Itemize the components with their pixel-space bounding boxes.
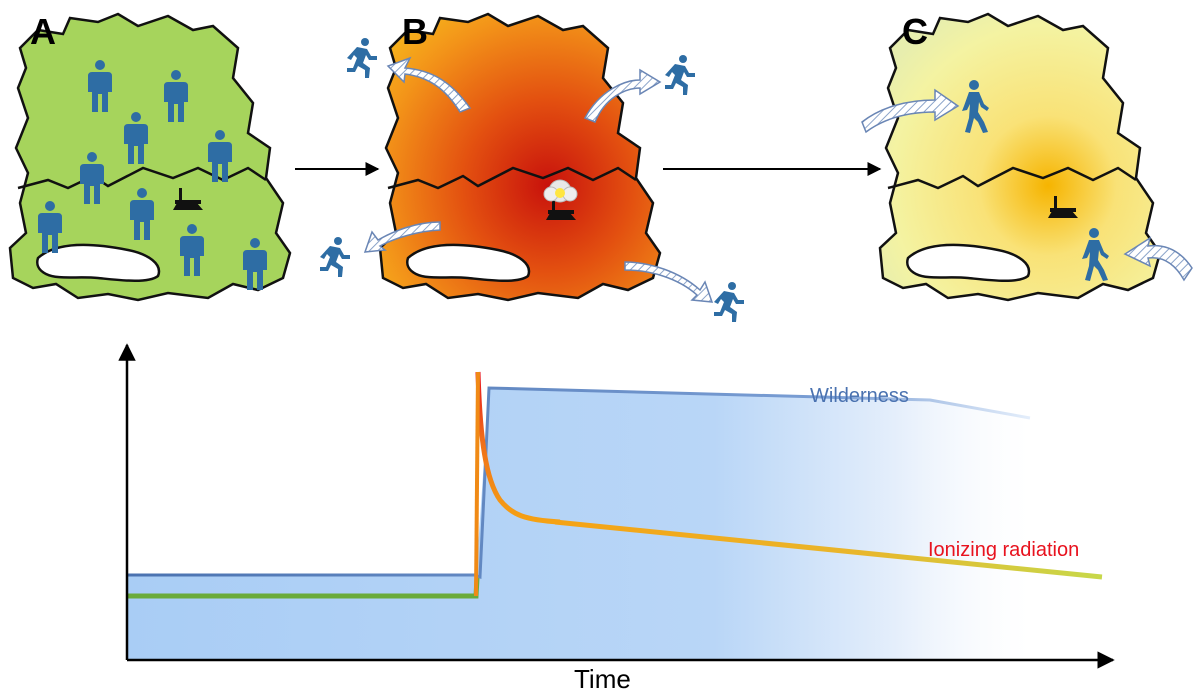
radiation-jump: [474, 371, 480, 597]
person-running-icon: [665, 55, 695, 95]
panel-letter-a: A: [30, 11, 56, 52]
radiation-decay: [554, 519, 1103, 580]
return-arrows: [861, 88, 1193, 282]
x-axis-title: Time: [574, 664, 631, 690]
panel-b: [378, 12, 662, 302]
explosion-icon: [543, 179, 578, 203]
radiation-spike: [475, 371, 561, 525]
curved-arrow-icon: [1123, 236, 1193, 282]
person-running-icon: [714, 282, 744, 322]
radiation-label: Ionizing radiation: [928, 539, 1079, 561]
curved-arrow-icon: [861, 88, 960, 134]
person-running-icon: [320, 237, 350, 277]
panel-a: [8, 12, 292, 302]
curved-arrow-icon: [386, 56, 472, 113]
panel-letter-c: C: [902, 11, 928, 52]
panel-letter-b: B: [402, 11, 428, 52]
curved-arrow-icon: [363, 221, 441, 253]
curved-arrow-icon: [583, 68, 662, 123]
time-plot: Wilderness Ionizing radiation Time: [118, 343, 1115, 690]
panel-c: [878, 12, 1162, 302]
evacuation-arrows: [363, 56, 714, 303]
wilderness-line: [127, 386, 1031, 580]
person-running-icon: [347, 38, 377, 78]
curved-arrow-icon: [624, 261, 714, 303]
wilderness-label: Wilderness: [810, 385, 909, 407]
